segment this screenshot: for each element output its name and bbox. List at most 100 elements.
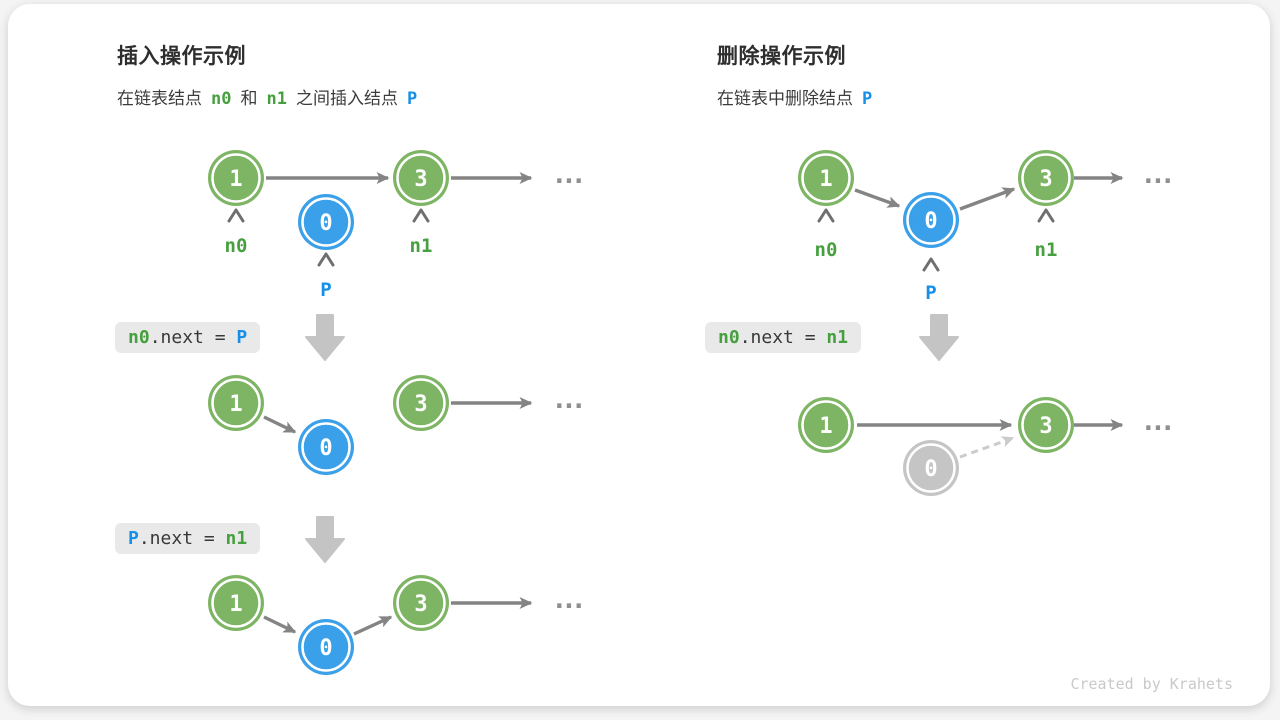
node-p: 0 <box>298 194 354 250</box>
node-1: 1 <box>208 575 264 631</box>
delete-section-title: 删除操作示例 <box>717 44 846 68</box>
node-ring <box>1021 153 1071 203</box>
node-circle <box>208 375 264 431</box>
code-token-n1: n1 <box>225 528 248 549</box>
node-value: 1 <box>819 414 832 439</box>
node-value: 0 <box>319 436 332 461</box>
ellipsis: ... <box>1141 407 1170 437</box>
node-circle <box>208 575 264 631</box>
node-circle <box>298 194 354 250</box>
node-ring <box>906 443 956 493</box>
node-3: 3 <box>1018 397 1074 453</box>
code-token-n0: n0 <box>128 327 150 348</box>
insert-subtitle: 在链表结点 n0 和 n1 之间插入结点 P <box>117 84 417 109</box>
node-p: 0 <box>903 192 959 248</box>
insert-subtitle-ref-p: P <box>406 89 418 109</box>
insert-subtitle-text-1: 在链表结点 <box>117 89 202 109</box>
up-caret-icon <box>317 252 335 267</box>
pointer-arrow <box>263 415 297 434</box>
node-label-n1: n1 <box>1035 239 1058 261</box>
node-ring <box>396 153 446 203</box>
ellipsis: ... <box>552 585 581 615</box>
node-circle <box>393 575 449 631</box>
node-p-removed: 0 <box>903 440 959 496</box>
insert-code-step2: P.next = n1 <box>115 523 261 554</box>
node-value: 0 <box>319 211 332 236</box>
up-caret-icon <box>412 208 430 223</box>
node-3: 3 <box>1018 150 1074 206</box>
ellipsis: ... <box>552 160 581 190</box>
up-caret-icon <box>817 208 835 223</box>
node-label-n0: n0 <box>815 239 838 261</box>
node-ring <box>301 197 351 247</box>
node-ring <box>906 195 956 245</box>
delete-subtitle-ref-p: P <box>862 89 873 109</box>
node-ring <box>396 578 446 628</box>
code-token-next-assign: .next = <box>149 327 237 348</box>
insert-subtitle-ref-n1: n1 <box>266 89 287 109</box>
node-value: 3 <box>414 392 427 417</box>
dashed-pointer-arrow <box>959 436 1015 459</box>
pointer-arrow <box>854 188 901 208</box>
code-token-p: P <box>236 327 248 348</box>
code-token-p: P <box>128 528 139 549</box>
node-circle <box>798 150 854 206</box>
insert-section-title: 插入操作示例 <box>117 44 246 68</box>
node-label-n1: n1 <box>410 235 433 257</box>
down-arrow-icon <box>305 516 345 563</box>
node-circle <box>298 419 354 475</box>
node-circle <box>298 619 354 675</box>
node-circle <box>903 192 959 248</box>
node-label-n0: n0 <box>225 235 248 257</box>
ellipsis: ... <box>1141 160 1170 190</box>
node-ring <box>396 378 446 428</box>
node-circle <box>903 440 959 496</box>
node-value: 3 <box>414 167 427 192</box>
node-3: 3 <box>393 150 449 206</box>
node-value: 1 <box>819 167 832 192</box>
node-label-p: P <box>320 279 331 301</box>
node-circle <box>1018 397 1074 453</box>
insert-subtitle-text-3: 之间插入结点 <box>295 89 398 109</box>
node-circle <box>393 375 449 431</box>
node-circle <box>393 150 449 206</box>
pointer-arrow <box>263 615 297 634</box>
code-token-n0: n0 <box>718 327 740 348</box>
code-token-next-assign: .next = <box>138 528 226 549</box>
node-p: 0 <box>298 419 354 475</box>
node-value: 0 <box>924 209 937 234</box>
delete-subtitle-text-1: 在链表中删除结点 <box>717 89 853 109</box>
node-1: 1 <box>798 397 854 453</box>
node-label-p: P <box>925 282 936 304</box>
insert-subtitle-ref-n0: n0 <box>211 89 232 109</box>
node-circle <box>208 150 264 206</box>
node-ring <box>301 622 351 672</box>
node-ring <box>211 153 261 203</box>
node-1: 1 <box>208 375 264 431</box>
node-ring <box>801 400 851 450</box>
node-value: 3 <box>414 592 427 617</box>
code-token-next-assign: .next = <box>739 327 827 348</box>
node-ring <box>211 578 261 628</box>
code-token-n1: n1 <box>826 327 849 348</box>
node-value: 3 <box>1039 167 1052 192</box>
up-caret-icon <box>1037 208 1055 223</box>
node-ring <box>801 153 851 203</box>
node-1: 1 <box>208 150 264 206</box>
node-ring <box>1021 400 1071 450</box>
delete-code-step1: n0.next = n1 <box>705 322 862 353</box>
node-value: 3 <box>1039 414 1052 439</box>
up-caret-icon <box>922 257 940 272</box>
node-value: 0 <box>319 636 332 661</box>
pointer-arrow <box>353 615 393 636</box>
node-value: 1 <box>229 592 242 617</box>
node-circle <box>798 397 854 453</box>
up-caret-icon <box>227 208 245 223</box>
ellipsis: ... <box>552 385 581 415</box>
credit-text: Created by Krahets <box>1070 675 1233 693</box>
pointer-arrow <box>959 187 1016 211</box>
node-p: 0 <box>298 619 354 675</box>
node-3: 3 <box>393 375 449 431</box>
node-ring <box>211 378 261 428</box>
